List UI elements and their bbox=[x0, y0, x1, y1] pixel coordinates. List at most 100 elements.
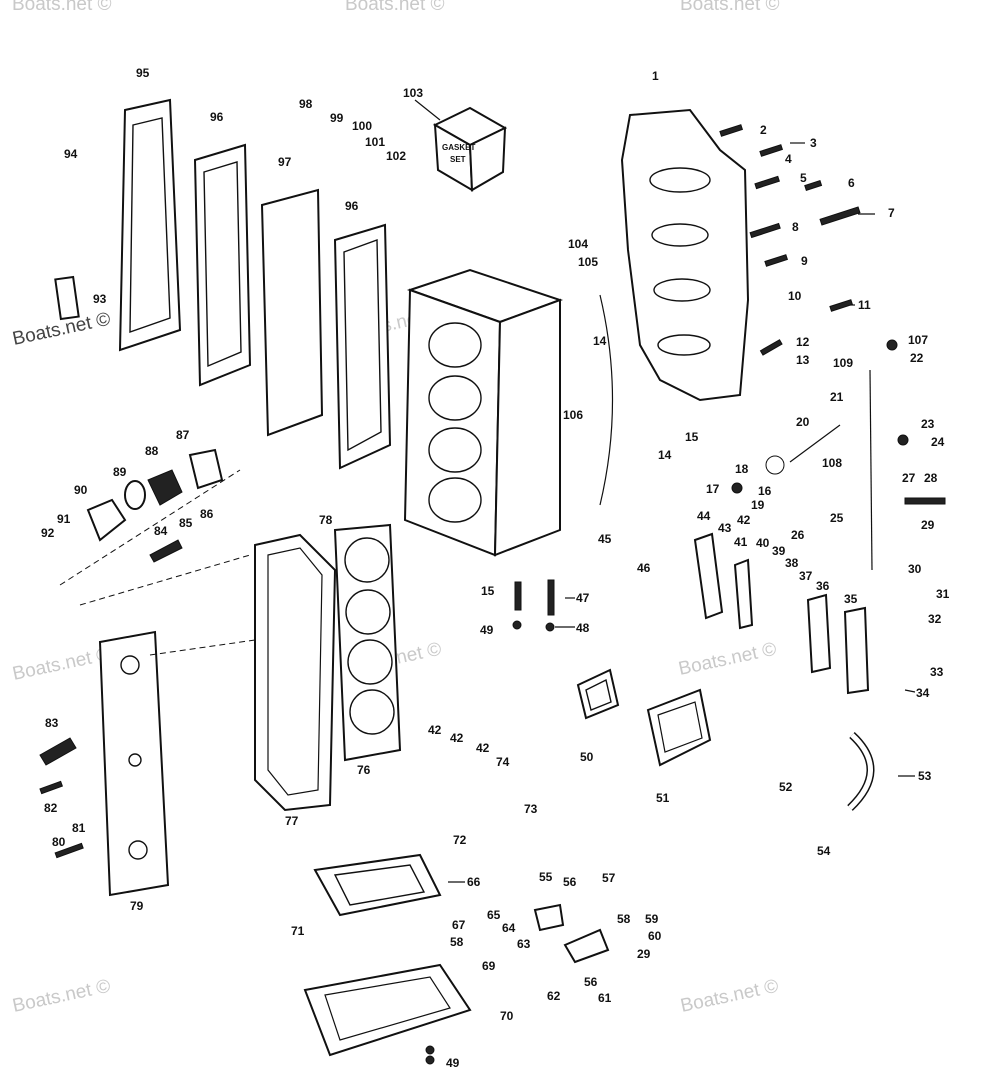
cover-plate-hole bbox=[128, 840, 148, 860]
callout-label: 56 bbox=[584, 975, 598, 989]
plate-51-inner bbox=[657, 701, 703, 753]
nut bbox=[897, 434, 909, 446]
callout-label: 96 bbox=[345, 199, 359, 213]
callout-label: 97 bbox=[278, 155, 292, 169]
adapter-70 bbox=[303, 963, 472, 1057]
callout-label: 98 bbox=[299, 97, 313, 111]
callout-label: 101 bbox=[365, 135, 385, 149]
nut bbox=[765, 455, 785, 475]
callout-label: 91 bbox=[57, 512, 71, 526]
callout-label: 88 bbox=[145, 444, 159, 458]
bolt bbox=[54, 842, 84, 859]
leader-dashed bbox=[59, 469, 241, 586]
callout-label: 29 bbox=[637, 947, 651, 961]
callout-label: 6 bbox=[848, 176, 855, 190]
gasket-set-box: GASKET SET bbox=[432, 106, 508, 192]
bolt bbox=[719, 124, 744, 137]
leader-lines bbox=[414, 99, 916, 883]
callout-label: 106 bbox=[563, 408, 583, 422]
callout-label: 9 bbox=[801, 254, 808, 268]
plate-51 bbox=[646, 688, 712, 767]
head-gasket-bore bbox=[349, 689, 395, 735]
callout-label: 48 bbox=[576, 621, 590, 635]
callout-label: 90 bbox=[74, 483, 88, 497]
callout-label: 27 bbox=[902, 471, 916, 485]
arm-35 bbox=[843, 606, 870, 695]
callout-label: 37 bbox=[799, 569, 813, 583]
cover-plate-hole bbox=[120, 655, 140, 675]
callout-label: 93 bbox=[93, 292, 107, 306]
callout-label: 21 bbox=[830, 390, 844, 404]
callout-label: 38 bbox=[785, 556, 799, 570]
callout-label: 65 bbox=[487, 908, 501, 922]
callout-label: 10 bbox=[788, 289, 802, 303]
callout-label: 58 bbox=[450, 935, 464, 949]
rod-44 bbox=[693, 532, 724, 620]
callout-label: 24 bbox=[931, 435, 945, 449]
adapter-group bbox=[303, 853, 610, 1057]
gasket-89 bbox=[124, 480, 146, 510]
callout-label: 42 bbox=[737, 513, 751, 527]
callout-label: 40 bbox=[756, 536, 770, 550]
callout-label: 108 bbox=[822, 456, 842, 470]
callout-label: 71 bbox=[291, 924, 305, 938]
callout-label: 42 bbox=[428, 723, 442, 737]
callout-label: 107 bbox=[908, 333, 928, 347]
nut bbox=[512, 620, 522, 630]
bracket-60 bbox=[563, 928, 610, 964]
callout-label: 109 bbox=[833, 356, 853, 370]
rod-41 bbox=[733, 558, 754, 630]
bolt bbox=[759, 144, 784, 157]
callout-label: 51 bbox=[656, 791, 670, 805]
callout-label: 41 bbox=[734, 535, 748, 549]
thermostat-88 bbox=[147, 469, 183, 506]
callout-label: 28 bbox=[924, 471, 938, 485]
cylinder-bore bbox=[428, 375, 482, 421]
leader-dashed bbox=[79, 554, 251, 606]
cover-plate-hole bbox=[128, 753, 142, 767]
exhaust-cover-95-inner bbox=[129, 117, 171, 333]
intake-group bbox=[576, 668, 712, 767]
callout-label: 30 bbox=[908, 562, 922, 576]
callout-label: 25 bbox=[830, 511, 844, 525]
bolt bbox=[39, 780, 64, 795]
callout-label: 100 bbox=[352, 119, 372, 133]
gasket-96-a-inner bbox=[203, 161, 242, 368]
callout-label: 42 bbox=[450, 731, 464, 745]
cylinder-bore bbox=[428, 477, 482, 523]
hose-53-inner bbox=[848, 733, 873, 810]
callout-label: 102 bbox=[386, 149, 406, 163]
nut bbox=[425, 1045, 435, 1055]
callout-label: 54 bbox=[817, 844, 831, 858]
watermark: Boats.net © bbox=[12, 0, 112, 15]
crankcase-body bbox=[620, 108, 750, 402]
cylinder-bore bbox=[428, 322, 482, 368]
callout-label: 99 bbox=[330, 111, 344, 125]
housing-90 bbox=[86, 498, 127, 542]
callout-label: 80 bbox=[52, 835, 66, 849]
callout-label: 35 bbox=[844, 592, 858, 606]
callout-label: 33 bbox=[930, 665, 944, 679]
callout-label: 58 bbox=[617, 912, 631, 926]
callout-label: 96 bbox=[210, 110, 224, 124]
callout-label: 49 bbox=[446, 1056, 460, 1070]
gasket-66-inner bbox=[333, 864, 426, 906]
bolt bbox=[804, 179, 823, 191]
watermark: Boats.net © bbox=[679, 976, 781, 1017]
callout-label: 86 bbox=[200, 507, 214, 521]
callout-label: 77 bbox=[285, 814, 299, 828]
callout-label: 32 bbox=[928, 612, 942, 626]
sender-83 bbox=[39, 737, 77, 766]
callout-label: 87 bbox=[176, 428, 190, 442]
callout-label: 29 bbox=[921, 518, 935, 532]
callout-label: 73 bbox=[524, 802, 538, 816]
callout-label: 11 bbox=[858, 298, 871, 312]
callout-label: 14 bbox=[593, 334, 607, 348]
gasket-box-label-line1: GASKET bbox=[442, 143, 475, 152]
nut bbox=[545, 622, 555, 632]
crankcase-bore bbox=[653, 278, 711, 302]
callout-label: 72 bbox=[453, 833, 467, 847]
bolt bbox=[749, 222, 781, 239]
bolt bbox=[759, 339, 783, 356]
exhaust-cover-group bbox=[54, 98, 392, 470]
